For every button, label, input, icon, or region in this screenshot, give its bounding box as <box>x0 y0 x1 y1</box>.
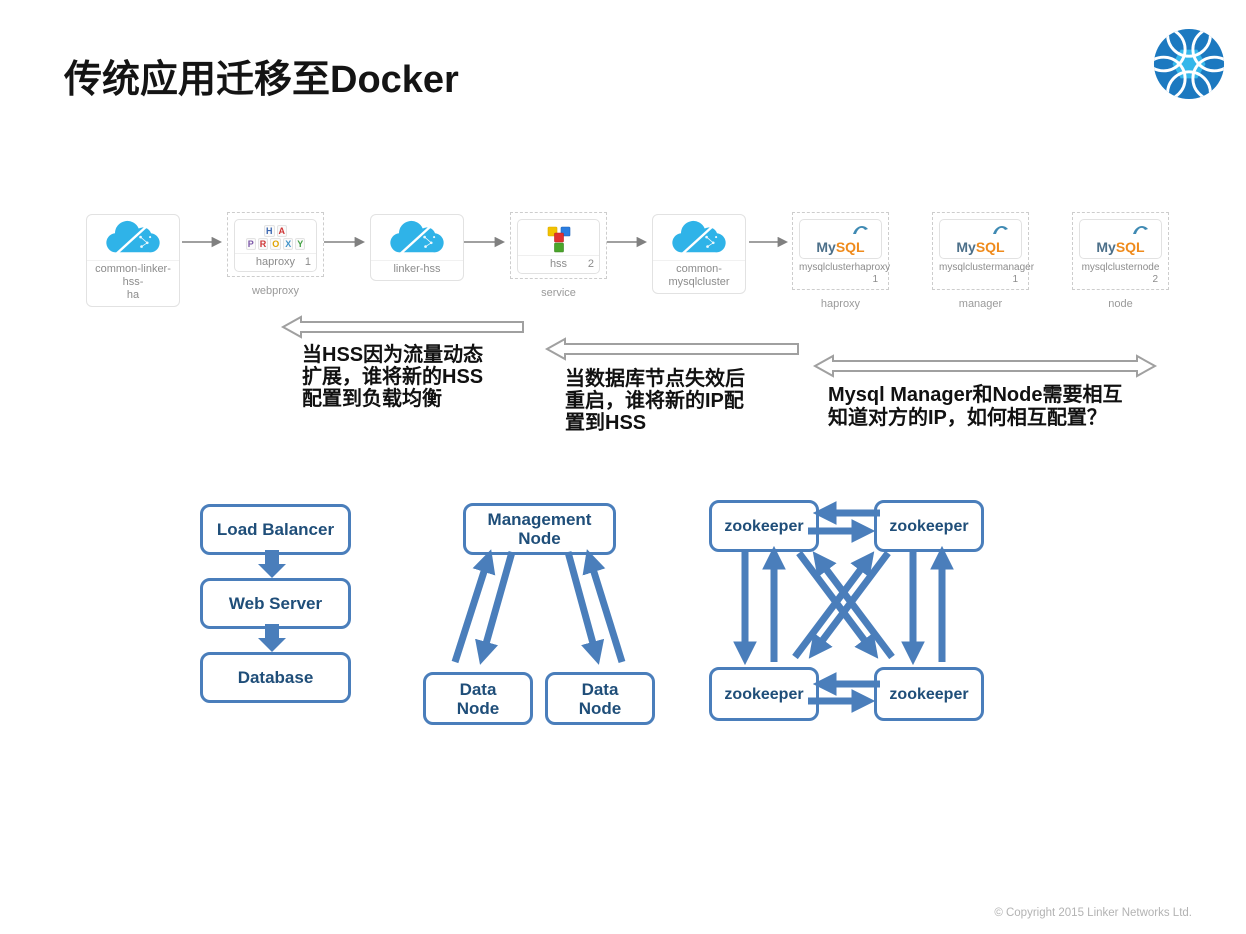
block-arrow-left-1 <box>280 315 524 339</box>
cluster-box-data-node-1: Data Node <box>423 672 533 725</box>
mysql-dolphin-icon <box>853 226 868 234</box>
service-group-service: hss 2 service <box>510 212 607 299</box>
service-node-label: linker-hss <box>371 260 463 280</box>
group-label: haproxy <box>820 298 861 310</box>
service-name: haproxy <box>255 256 296 268</box>
service-node-common-mysqlcluster: common- mysqlcluster <box>652 214 746 294</box>
question-hss-scaling: 当HSS因为流量动态 扩展，谁将新的HSS 配置到负载均衡 <box>302 344 484 410</box>
service-node-linker-hss: linker-hss <box>370 214 464 281</box>
zookeeper-box-top-left: zookeeper <box>709 500 819 552</box>
service-name: hss <box>549 258 568 270</box>
instance-count: 1 <box>1012 274 1018 285</box>
service-name: mysqlclusternode <box>1081 262 1160 273</box>
mysql-dolphin-icon <box>1133 226 1148 234</box>
stack-box-load-balancer: Load Balancer <box>200 504 351 555</box>
service-node-common-linker-hss-ha: common-linker-hss- ha <box>86 214 180 307</box>
page-title: 传统应用迁移至Docker <box>64 59 459 101</box>
service-name: mysqlclustermanager <box>939 262 1035 273</box>
cloud-icon <box>653 215 745 260</box>
group-label: webproxy <box>251 285 300 297</box>
group-label: manager <box>958 298 1003 310</box>
company-logo-icon <box>1150 27 1228 101</box>
cubes-icon <box>518 220 599 255</box>
stack-box-web-server: Web Server <box>200 578 351 629</box>
hss-card: hss 2 <box>517 219 600 274</box>
zookeeper-box-top-right: zookeeper <box>874 500 984 552</box>
cluster-box-data-node-2: Data Node <box>545 672 655 725</box>
cloud-icon <box>371 215 463 260</box>
instance-count: 2 <box>1152 274 1158 285</box>
cloud-icon <box>87 215 179 260</box>
instance-count: 1 <box>304 256 311 268</box>
block-arrow-left-2 <box>544 337 799 361</box>
group-dashed-border: hss 2 <box>510 212 607 279</box>
service-name: mysqlclusterhaproxy <box>799 262 891 273</box>
group-label: service <box>541 287 576 299</box>
cluster-arrows <box>451 549 626 665</box>
instance-count: 1 <box>872 274 878 285</box>
group-label: node <box>1108 298 1133 310</box>
block-arrow-double <box>812 354 1158 378</box>
cluster-box-management-node: Management Node <box>463 503 616 555</box>
service-node-label: common- mysqlcluster <box>653 260 745 293</box>
question-db-restart: 当数据库节点失效后 重启，谁将新的IP配 置到HSS <box>565 368 745 434</box>
copyright-text: © Copyright 2015 Linker Networks Ltd. <box>994 907 1192 919</box>
zookeeper-box-bottom-left: zookeeper <box>709 667 819 721</box>
instance-count: 2 <box>587 258 594 270</box>
mysql-dolphin-icon <box>993 226 1008 234</box>
service-node-label: common-linker-hss- ha <box>87 260 179 306</box>
stack-box-database: Database <box>200 652 351 703</box>
question-mysql-manager-node: Mysql Manager和Node需要相互 知道对方的IP，如何相互配置？ <box>828 384 1123 429</box>
zookeeper-box-bottom-right: zookeeper <box>874 667 984 721</box>
